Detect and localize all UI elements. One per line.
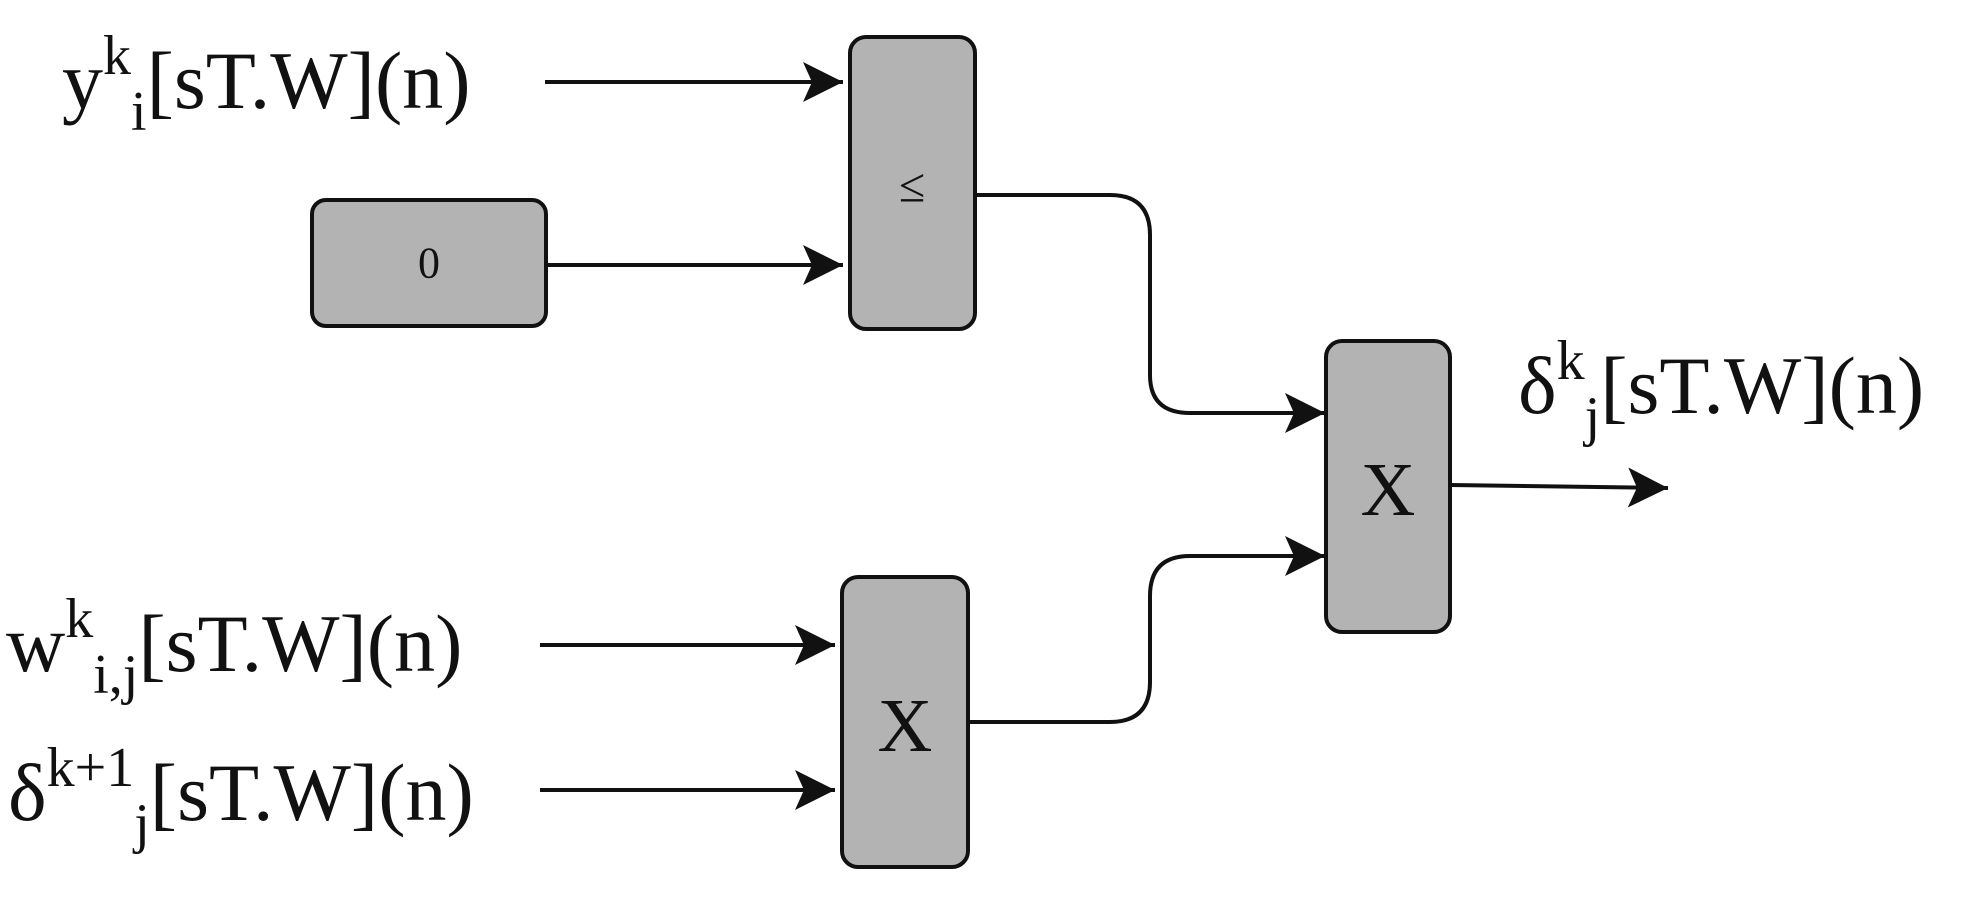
output-base: δ — [1518, 340, 1557, 431]
input-y-sub: i — [131, 81, 147, 143]
output-sup: k — [1556, 330, 1585, 392]
multiply-symbol-lower: X — [878, 684, 933, 768]
constant-value: 0 — [418, 239, 440, 288]
arrow-final-output — [1449, 467, 1669, 508]
multiply-block-final: X — [1324, 339, 1452, 634]
input-delta-tail: [sT.W](n) — [149, 747, 474, 838]
multiply-block-lower: X — [840, 575, 970, 869]
wire-compare-to-final — [975, 193, 1325, 433]
output-tail: [sT.W](n) — [1600, 340, 1925, 431]
input-w-tail: [sT.W](n) — [138, 598, 463, 689]
input-w-sub: i,j — [93, 644, 139, 706]
output-label-delta: δkj[sT.W](n) — [1518, 333, 1924, 445]
input-y-tail: [sT.W](n) — [146, 35, 471, 126]
input-delta-base: δ — [8, 747, 47, 838]
input-delta-sup: k+1 — [46, 737, 135, 799]
input-label-y: yki[sT.W](n) — [62, 28, 471, 140]
compare-symbol: ≤ — [899, 160, 925, 213]
compare-block: ≤ — [848, 35, 977, 331]
input-delta-sub: j — [134, 793, 150, 855]
wire-multiply-to-final — [968, 536, 1325, 724]
constant-block: 0 — [310, 198, 548, 328]
input-w-base: w — [6, 598, 66, 689]
input-y-sup: k — [103, 25, 131, 87]
input-y-base: y — [62, 35, 103, 126]
multiply-symbol-final: X — [1361, 448, 1416, 532]
input-w-sup: k — [65, 588, 94, 650]
output-sub: j — [1584, 386, 1601, 448]
input-label-delta: δk+1j[sT.W](n) — [8, 740, 474, 852]
input-label-w: wki,j[sT.W](n) — [6, 591, 462, 703]
